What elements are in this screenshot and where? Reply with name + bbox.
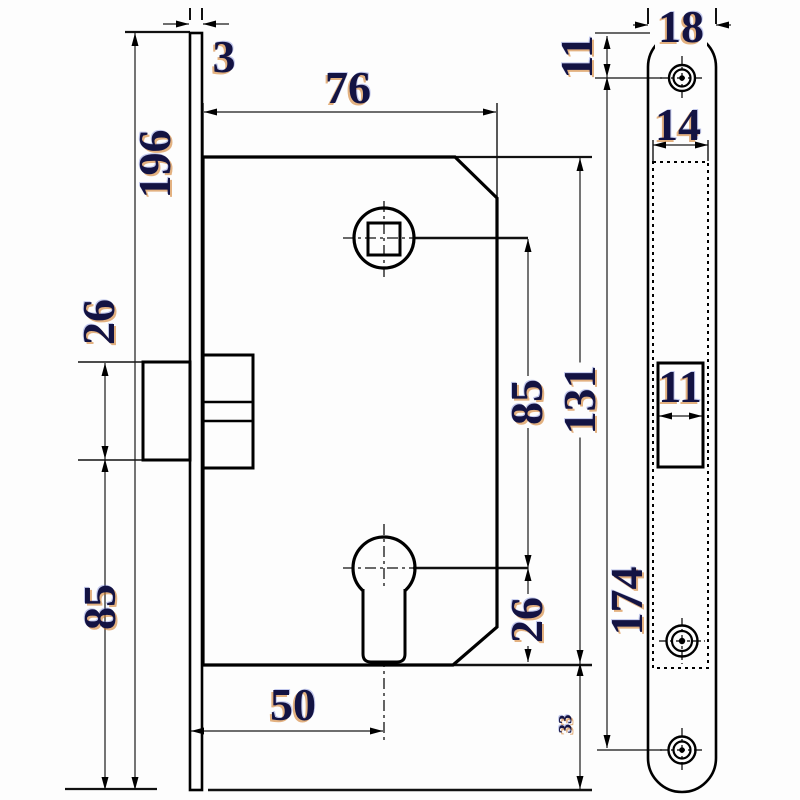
dim-spindle-to-cylinder-label: 85 bbox=[501, 376, 552, 428]
dim-cylinder-to-case-bottom-label: 26 bbox=[501, 594, 552, 646]
screw-hole-top bbox=[660, 56, 704, 100]
spindle-hole bbox=[352, 206, 416, 270]
dim-11-middle-line bbox=[659, 412, 702, 420]
screw-hole-bottom bbox=[660, 728, 704, 772]
dim-faceplate-height-label: 196 bbox=[129, 129, 180, 199]
dimension-lines bbox=[101, 20, 731, 790]
cylinder-hole bbox=[351, 535, 417, 664]
front-plate-latch-cutout bbox=[656, 361, 705, 469]
dim-131-and-33-line bbox=[576, 158, 584, 789]
front-plate-dashed-cutout bbox=[652, 161, 709, 669]
dim-14-line bbox=[653, 141, 708, 149]
dim-76-line bbox=[204, 108, 496, 116]
faceplate-side-view bbox=[188, 31, 204, 792]
dim-196-line bbox=[131, 33, 139, 790]
dim-18-line bbox=[633, 21, 731, 29]
dim-plate-width-label: 18 bbox=[655, 4, 707, 50]
centerlines bbox=[343, 201, 528, 741]
dim-case-width-label: 76 bbox=[325, 62, 371, 113]
latch-bolt bbox=[141, 353, 255, 470]
dim-faceplate-thickness-label: 3 bbox=[212, 31, 236, 82]
dim-screw-hole-spacing-label: 174 bbox=[601, 566, 652, 636]
dim-top-to-screw-center-label: 11 bbox=[551, 35, 602, 79]
dim-cutout-width-label: 14 bbox=[655, 99, 701, 150]
dim-latch-height-label: 26 bbox=[73, 299, 124, 345]
lock-case bbox=[201, 155, 499, 667]
dim-backset-label: 50 bbox=[270, 679, 316, 730]
dim-latch-cutout-width-label: 11 bbox=[658, 361, 702, 412]
screw-hole-middle bbox=[659, 618, 705, 664]
dim-3-line bbox=[163, 20, 229, 28]
dim-case-height-label: 131 bbox=[554, 362, 605, 438]
dim-latch-to-bottom-label: 85 bbox=[74, 584, 125, 630]
dim-case-bottom-to-plate-bottom-label: 33 bbox=[556, 711, 577, 737]
extension-lines bbox=[65, 8, 717, 792]
dim-11-top-and-174-line bbox=[603, 36, 611, 748]
dim-26-left-and-85-left-line bbox=[101, 363, 109, 790]
dim-85-right-and-26-right-line bbox=[524, 239, 532, 662]
